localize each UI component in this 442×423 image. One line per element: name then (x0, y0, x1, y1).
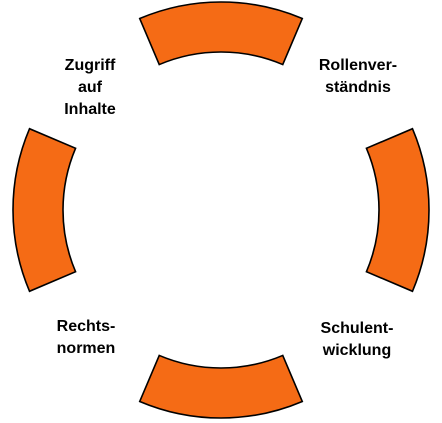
label-line: Inhalte (64, 101, 116, 118)
segment-right (365, 127, 430, 293)
label-schulentwicklung: Schulent- wicklung (302, 318, 412, 362)
label-rechtsnormen: Rechts- normen (36, 316, 136, 360)
label-zugriff-auf-inhalte: Zugriff auf Inhalte (40, 55, 140, 121)
label-line: Rechts- (56, 318, 116, 335)
label-line: Rollenver- (318, 57, 398, 74)
label-line: wicklung (322, 342, 392, 359)
label-line: normen (56, 340, 116, 357)
segment-left (12, 127, 77, 293)
segment-top (138, 1, 304, 66)
ring-segments (12, 1, 430, 419)
label-line: auf (78, 79, 102, 96)
label-line: ständnis (325, 79, 391, 96)
label-line: Zugriff (64, 57, 116, 74)
segment-bottom (138, 354, 304, 419)
label-rollenverstaendnis: Rollenver- ständnis (303, 55, 413, 99)
label-line: Schulent- (320, 320, 394, 337)
